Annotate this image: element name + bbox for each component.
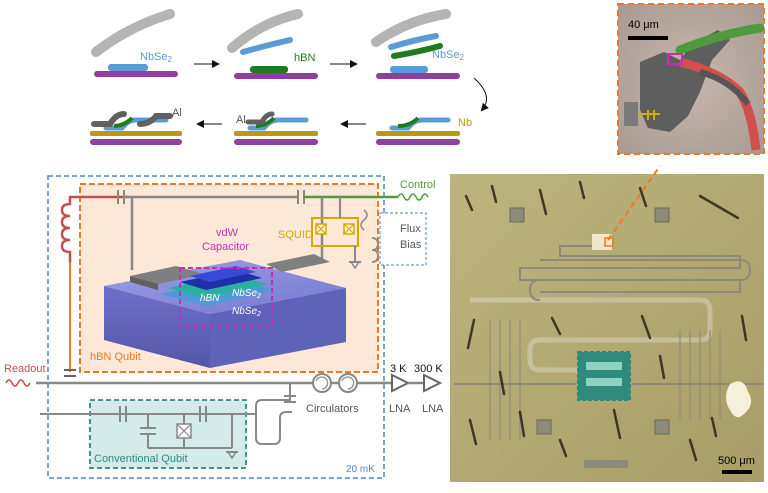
step3-nbse2-label: NbSe2	[432, 49, 465, 62]
readout-resonator	[60, 195, 128, 262]
circulators-label: Circulators	[306, 403, 359, 415]
squid-label: SQUID	[278, 229, 313, 241]
lna-1-label: LNA	[389, 403, 411, 415]
process-step-2: hBN	[227, 9, 318, 79]
micrograph-inset: 40 μm	[617, 3, 765, 155]
conventional-qubit-label: Conventional Qubit	[94, 453, 188, 465]
main-scale-label: 500 μm	[718, 455, 755, 467]
readout-wave-icon	[5, 379, 31, 387]
step4-nb-label: Nb	[458, 117, 472, 129]
lna-2-label: LNA	[422, 403, 444, 415]
micrograph: 500 μm 40 μm	[450, 3, 765, 482]
step6-al-label: Al	[172, 107, 182, 119]
flux-bias: Flux Bias	[360, 209, 427, 266]
nbse2-bottom-label: NbSe2	[232, 306, 261, 318]
bias-label: Bias	[400, 239, 422, 251]
inset-scale-label: 40 μm	[628, 19, 659, 31]
step1-nbse2-label: NbSe2	[140, 51, 173, 64]
process-step-6: Al	[90, 107, 182, 145]
zoom-connector	[607, 165, 661, 241]
step2-hbn-label: hBN	[294, 52, 315, 64]
hbn-qubit-label: hBN Qubit	[90, 351, 141, 363]
lna-2-icon	[423, 373, 443, 393]
process-step-5: Al	[234, 111, 318, 145]
lna-300k: 300 K LNA	[414, 363, 444, 415]
vdw-label: vdW	[216, 227, 239, 239]
main-scale-bar	[722, 470, 752, 474]
hbn-layer-label: hBN	[200, 293, 220, 304]
lna-1-icon	[391, 373, 411, 393]
readout-label: Readout	[4, 363, 46, 375]
squid: SQUID	[278, 197, 361, 270]
step5-al-label: Al	[236, 114, 246, 126]
nbse2-top-label: NbSe2	[232, 288, 261, 300]
inset-scale-bar	[628, 36, 668, 40]
conventional-qubit: Conventional Qubit	[40, 399, 256, 469]
fridge-box	[47, 175, 385, 479]
lna-3k: 3 K LNA	[389, 363, 411, 415]
process-flow: NbSe2 hBN NbSe2 Nb	[90, 9, 489, 145]
circulators: Circulators	[306, 373, 392, 415]
process-step-3: NbSe2	[371, 9, 465, 79]
conventional-qubit-marker	[577, 351, 631, 401]
circuit-diagram: 20 mK hBN Qubit Control	[4, 175, 444, 479]
temp-300k-label: 300 K	[414, 363, 443, 375]
process-step-4: Nb	[376, 116, 472, 145]
capacitor-label: Capacitor	[202, 241, 249, 253]
process-step-1: NbSe2	[91, 9, 178, 77]
vdw-capacitor-chip: hBN NbSe2 NbSe2 vdW Capacitor	[104, 227, 346, 368]
control-wave-icon	[397, 193, 429, 201]
fridge-temp-label: 20 mK	[346, 464, 375, 475]
control-label: Control	[400, 179, 435, 191]
conventional-qubit-box	[89, 399, 247, 469]
vdw-highlight-box	[179, 267, 273, 327]
arrow-3-4	[473, 77, 489, 112]
temp-3k-label: 3 K	[390, 363, 407, 375]
flux-label: Flux	[400, 223, 421, 235]
